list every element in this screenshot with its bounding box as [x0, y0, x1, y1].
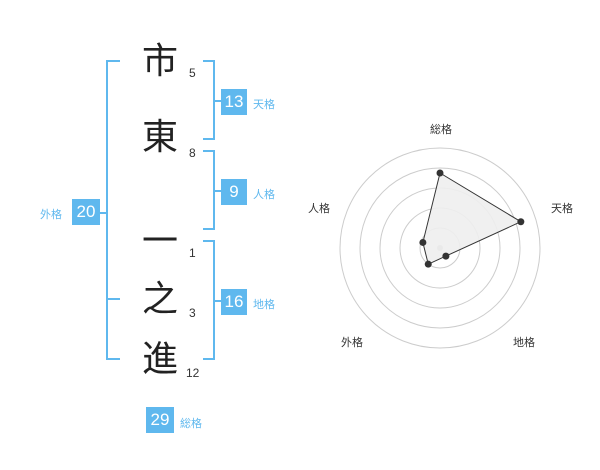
jinkaku-bracket — [203, 150, 215, 230]
tenkaku-bracket — [203, 60, 215, 140]
stroke-count-4: 3 — [189, 306, 196, 320]
stroke-count-3: 1 — [189, 246, 196, 260]
jinkaku-bracket-connector — [215, 190, 221, 192]
gaikaku-bracket-connector — [96, 212, 106, 214]
name-char-3: 一 — [141, 221, 178, 262]
radar-ring-5 — [339, 147, 541, 349]
radar-points — [419, 169, 525, 268]
radar-point-3 — [442, 252, 450, 260]
stroke-count-1: 5 — [189, 66, 196, 80]
name-char-5: 進 — [141, 339, 178, 380]
radar-polygon — [422, 172, 522, 265]
name-char-1: 市 — [141, 41, 178, 82]
radar-label-bottom-left: 外格 — [341, 335, 363, 349]
radar-point-5 — [419, 238, 427, 246]
chikaku-bracket — [203, 240, 215, 360]
radar-point-4 — [424, 260, 432, 268]
gaikaku-value: 20 — [72, 199, 100, 225]
stroke-count-5: 12 — [186, 366, 200, 380]
tenkaku-label: 天格 — [253, 98, 275, 111]
stroke-count-2: 8 — [189, 146, 196, 160]
gaikaku-bracket — [106, 60, 120, 360]
radar-label-right: 天格 — [551, 201, 573, 215]
fortune-radar-chart: 総格 天格 地格 外格 人格 — [308, 122, 573, 349]
soukaku-label: 総格 — [180, 417, 202, 430]
tenkaku-bracket-connector — [215, 100, 221, 102]
soukaku-value: 29 — [146, 407, 174, 433]
radar-label-left: 人格 — [308, 201, 330, 215]
gaikaku-label: 外格 — [40, 208, 62, 221]
jinkaku-value: 9 — [221, 179, 247, 205]
name-char-4: 之 — [141, 279, 178, 320]
radar-point-2 — [517, 218, 525, 226]
tenkaku-value: 13 — [221, 89, 247, 115]
chikaku-value: 16 — [221, 289, 247, 315]
jinkaku-label: 人格 — [253, 188, 275, 201]
gaikaku-bracket-tick — [106, 298, 120, 300]
chikaku-bracket-connector — [215, 300, 221, 302]
radar-label-top: 総格 — [430, 122, 452, 136]
radar-point-1 — [436, 169, 444, 177]
radar-ring-4 — [359, 167, 521, 329]
name-char-2: 東 — [141, 117, 178, 158]
chikaku-label: 地格 — [253, 298, 275, 311]
radar-label-bottom-right: 地格 — [513, 335, 535, 349]
